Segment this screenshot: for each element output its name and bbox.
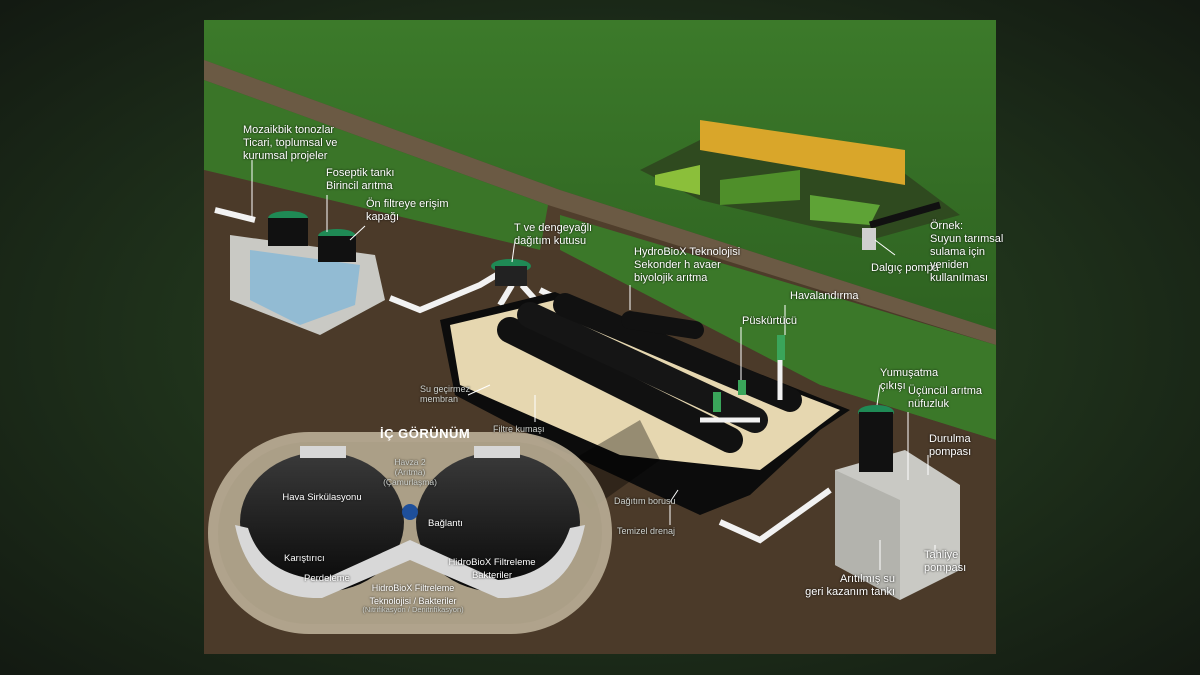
label-hydrobiox: HydroBioX Teknolojisi Sekonder h avaer b…: [634, 246, 741, 284]
recovery-tank: [835, 405, 960, 600]
label-recovery-tank: Arıtılmış su geri kazanım tankı: [805, 573, 895, 598]
irrigation-pump: [862, 201, 941, 250]
inset-label-nitrification: (Nitrifikasyon / Denitrifikasyon): [362, 605, 464, 614]
inset-label-connection: Bağlantı: [428, 518, 463, 529]
label-prefilter-access: Ön filtreye erişim kapağı: [366, 198, 449, 223]
scene: [204, 20, 996, 654]
label-ventilation: Havalandırma: [790, 290, 859, 302]
inset-label-baffle: Perdeleme: [304, 573, 350, 584]
label-mozaik-vaults: Mozaikbik tonozlar Ticari, toplumsal ve …: [243, 124, 338, 162]
label-filter-fabric: Filtre kumaşı: [493, 424, 545, 434]
inset-label-basin-2: Havza 2 (Arıtma) (Çamurlaşma): [383, 457, 437, 487]
crop-garden: [640, 120, 960, 240]
inset-label-filter-bacteria: HidroBioX Filtreleme Bakteriler: [448, 557, 536, 581]
label-distribution-box: T ve dengeyağlı dağıtım kutusu: [514, 222, 593, 247]
label-discharge-pump: Tahliye pompası: [924, 549, 967, 574]
inset-panel: [208, 432, 612, 634]
inset-label-air-circulation: Hava Sirkülasyonu: [282, 492, 362, 503]
label-submersible-pump: Dalgıç pompa: [871, 262, 939, 274]
label-septic-tank: Foseptik tankı Birincil arıtma: [326, 167, 395, 192]
dirt-path: [204, 60, 996, 345]
treatment-tubes: [497, 293, 802, 453]
label-waterproof-membrane: Su geçirmez membran: [420, 384, 471, 404]
grass-strip-right: [560, 215, 996, 440]
distribution-box: [491, 259, 531, 286]
leader-lines: [251, 160, 936, 570]
inset-title: İÇ GÖRÜNÜM: [380, 426, 471, 441]
label-settling-pump: Durulma pompası: [929, 433, 972, 458]
label-irrigation-example: Örnek: Suyun tarımsal sulama için yenide…: [930, 220, 1004, 284]
septic-tank: [230, 211, 385, 335]
grass-block-left: [204, 80, 548, 250]
label-distribution-pipe: Dağıtım borusu: [614, 496, 676, 506]
label-sprayer: Püskürtücü: [742, 315, 798, 327]
label-clean-drainage: Temizel drenaj: [617, 526, 676, 536]
label-tertiary-treatment: Üçüncül arıtma nüfuzluk: [908, 385, 982, 410]
grass-field-back: [204, 20, 996, 330]
inset-label-filter-technology: HidroBioX Filtreleme Teknolojisi / Bakte…: [369, 583, 457, 606]
label-softening-outlet: Yumuşatma çıkışı: [880, 367, 939, 392]
inset-label-mixer: Karıştırıcı: [284, 553, 325, 564]
